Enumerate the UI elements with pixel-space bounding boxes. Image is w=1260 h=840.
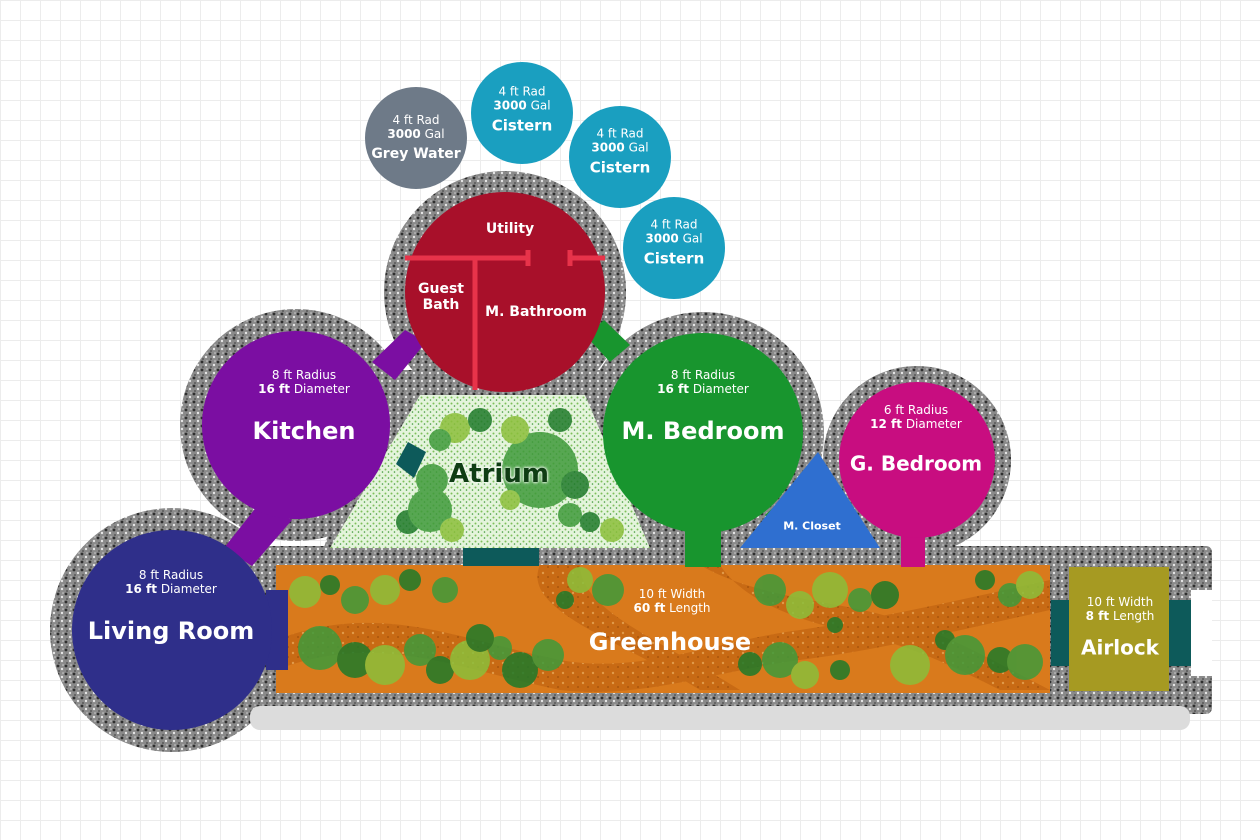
living-room-diameter-value: 16 ft bbox=[125, 582, 157, 596]
kitchen-dimensions: 8 ft Radius 16 ft Diameter bbox=[258, 368, 350, 397]
utility-core-room bbox=[405, 192, 605, 392]
greenhouse-length-value: 60 ft bbox=[633, 601, 666, 615]
master-closet-name: M. Closet bbox=[783, 519, 841, 533]
airlock-door-outer bbox=[1169, 600, 1191, 666]
cistern-2-capacity: 3000 bbox=[591, 140, 625, 155]
guest-bedroom-room bbox=[839, 382, 995, 538]
grey-water-radius: 4 ft Rad bbox=[392, 113, 440, 128]
grey-water-label: 4 ft Rad 3000 Gal Grey Water bbox=[371, 113, 461, 162]
atrium-greenhouse-door bbox=[463, 548, 539, 566]
master-bedroom-room bbox=[603, 333, 803, 533]
living-room-radius-value: 8 ft bbox=[138, 568, 160, 583]
kitchen-utility-passage bbox=[372, 330, 426, 380]
greenhouse-plants bbox=[289, 567, 1044, 689]
master-bedroom-dimensions: 8 ft Radius 16 ft Diameter bbox=[657, 368, 749, 397]
airlock-width-value: 10 ft bbox=[1086, 595, 1115, 610]
grey-water-name: Grey Water bbox=[371, 145, 461, 162]
living-greenhouse-door bbox=[266, 590, 288, 670]
cistern-1-radius: 4 ft Rad bbox=[498, 84, 546, 99]
cistern-3-capacity-unit: Gal bbox=[682, 231, 703, 246]
guest-bedroom-dimensions: 6 ft Radius 12 ft Diameter bbox=[870, 403, 962, 432]
cistern-1-name: Cistern bbox=[491, 116, 553, 135]
cistern-3-name: Cistern bbox=[643, 249, 705, 268]
guest-bath-line2: Bath bbox=[422, 297, 460, 313]
cistern-3-radius: 4 ft Rad bbox=[650, 217, 698, 232]
greenhouse-dimensions: 10 ft Width 60 ft Length bbox=[633, 587, 711, 616]
cistern-tank-3 bbox=[623, 197, 725, 299]
living-room-diameter-word: Diameter bbox=[160, 582, 217, 596]
atrium-plants bbox=[396, 408, 624, 542]
kitchen-diameter-value: 16 ft bbox=[258, 382, 290, 396]
grey-water-tank bbox=[365, 87, 467, 189]
kitchen-room bbox=[202, 331, 390, 519]
living-room-radius-word: Radius bbox=[162, 568, 204, 583]
airlock-dimensions: 10 ft Width 8 ft Length bbox=[1085, 595, 1155, 624]
cistern-2-label: 4 ft Rad 3000 Gal Cistern bbox=[589, 126, 651, 177]
kitchen-radius-word: Radius bbox=[295, 368, 337, 383]
airlock-length-value: 8 ft bbox=[1085, 609, 1110, 623]
greenhouse-name: Greenhouse bbox=[588, 628, 752, 657]
greenhouse-width-value: 10 ft bbox=[638, 587, 667, 602]
master-bedroom-name: M. Bedroom bbox=[621, 417, 785, 446]
airlock-length-word: Length bbox=[1112, 609, 1155, 623]
master-closet-room bbox=[740, 452, 880, 548]
master-bedroom-radius-value: 8 ft bbox=[670, 368, 692, 383]
guest-bath-line1: Guest bbox=[418, 280, 464, 297]
cistern-1-label: 4 ft Rad 3000 Gal Cistern bbox=[491, 84, 553, 135]
cistern-2-capacity-unit: Gal bbox=[628, 140, 649, 155]
master-bedroom-diameter-value: 16 ft bbox=[657, 382, 689, 396]
cistern-2-name: Cistern bbox=[589, 158, 651, 177]
guest-bedroom-diameter-word: Diameter bbox=[905, 417, 962, 431]
kitchen-atrium-door bbox=[396, 442, 426, 478]
airlock-name: Airlock bbox=[1081, 635, 1159, 660]
greenhouse-length-word: Length bbox=[669, 601, 711, 615]
airlock-entry-wall bbox=[1191, 590, 1212, 676]
cistern-tank-2 bbox=[569, 106, 671, 208]
guest-bedroom-radius-word: Radius bbox=[907, 403, 949, 418]
berm-shadow bbox=[250, 706, 1190, 730]
kitchen-name: Kitchen bbox=[252, 417, 356, 446]
guest-bedroom-name: G. Bedroom bbox=[849, 451, 983, 476]
grey-water-capacity-unit: Gal bbox=[424, 126, 445, 141]
cistern-1-capacity-unit: Gal bbox=[530, 98, 551, 113]
kitchen-radius-value: 8 ft bbox=[271, 368, 293, 383]
guest-bath-name: Guest Bath bbox=[418, 281, 464, 313]
airlock-width-word: Width bbox=[1118, 595, 1154, 610]
cistern-3-capacity: 3000 bbox=[645, 231, 679, 246]
cistern-3-label: 4 ft Rad 3000 Gal Cistern bbox=[643, 217, 705, 268]
kitchen-living-passage bbox=[224, 505, 292, 566]
guest-bedroom-diameter-value: 12 ft bbox=[870, 417, 902, 431]
living-room bbox=[72, 530, 272, 730]
master-bedroom-radius-word: Radius bbox=[694, 368, 736, 383]
living-room-dimensions: 8 ft Radius 16 ft Diameter bbox=[125, 568, 217, 597]
cistern-1-capacity: 3000 bbox=[493, 98, 527, 113]
guest-bedroom-radius-value: 6 ft bbox=[883, 403, 905, 418]
grey-water-capacity: 3000 bbox=[387, 126, 421, 141]
living-room-name: Living Room bbox=[87, 617, 255, 646]
master-bathroom-name: M. Bathroom bbox=[485, 303, 587, 320]
cistern-tank-1 bbox=[471, 62, 573, 164]
airlock-door-inner bbox=[1051, 600, 1069, 666]
airlock-room bbox=[1069, 567, 1169, 691]
cistern-2-radius: 4 ft Rad bbox=[596, 126, 644, 141]
atrium-name: Atrium bbox=[449, 459, 549, 490]
utility-interior-walls bbox=[405, 250, 605, 390]
utility-name: Utility bbox=[485, 220, 535, 237]
greenhouse-width-word: Width bbox=[670, 587, 706, 602]
master-bedroom-diameter-word: Diameter bbox=[692, 382, 749, 396]
kitchen-diameter-word: Diameter bbox=[293, 382, 350, 396]
